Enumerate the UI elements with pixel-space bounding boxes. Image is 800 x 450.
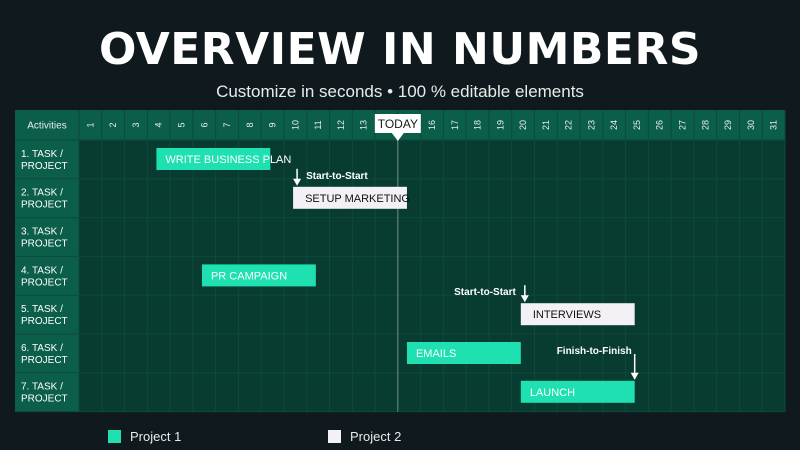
legend-swatch-project-1 [108, 429, 121, 443]
legend-item-project-1: Project 1 [108, 427, 181, 445]
day-tick-label: 22 [564, 120, 574, 130]
day-tick-label: 30 [746, 120, 756, 130]
day-tick-label: 25 [632, 120, 642, 130]
day-tick-label: 8 [245, 122, 255, 127]
day-tick-label: 5 [176, 122, 186, 127]
dependency-label: Finish-to-Finish [557, 346, 632, 357]
day-tick-label: 18 [473, 120, 483, 130]
legend-item-project-2: Project 2 [328, 427, 401, 445]
day-tick-label: 20 [518, 120, 528, 130]
task-label: PR CAMPAIGN [211, 270, 287, 282]
day-tick-label: 31 [769, 120, 779, 130]
row-label: 2. TASK /PROJECT [21, 188, 68, 211]
row-label: 3. TASK /PROJECT [21, 227, 68, 250]
dependency-arrow-head [293, 178, 302, 186]
task-bar [520, 380, 635, 403]
task-label: SETUP MARKETING [305, 193, 410, 205]
day-tick-label: 13 [359, 120, 369, 130]
day-tick-label: 3 [131, 122, 141, 127]
task-bar [293, 186, 407, 209]
day-tick-label: 7 [222, 122, 232, 127]
dependency-arrow-head [520, 295, 529, 303]
activities-header: Activities [27, 121, 66, 132]
legend-label-project-1: Project 1 [130, 428, 182, 444]
dependency-label: Start-to-Start [306, 171, 368, 182]
day-tick-label: 23 [586, 120, 596, 130]
day-tick-label: 29 [723, 120, 733, 130]
task-label: LAUNCH [530, 387, 575, 399]
day-tick-label: 11 [313, 120, 323, 129]
row-label: 5. TASK /PROJECT [21, 304, 68, 327]
task-label: INTERVIEWS [533, 309, 601, 321]
task-label: WRITE BUSINESS PLAN [165, 154, 291, 166]
day-tick-label: 2 [108, 122, 118, 127]
day-tick-label: 6 [199, 122, 209, 127]
page-subtitle: Customize in seconds • 100 % editable el… [216, 82, 584, 101]
day-tick-label: 9 [268, 122, 278, 127]
legend-swatch-project-2 [328, 429, 341, 443]
task-label: EMAILS [416, 348, 456, 360]
day-tick-label: 12 [336, 120, 346, 130]
legend-label-project-2: Project 2 [350, 428, 402, 444]
dependency-arrow-head [630, 372, 639, 380]
row-label: 6. TASK /PROJECT [21, 343, 68, 366]
activities-column [15, 140, 79, 412]
day-tick-label: 10 [290, 120, 300, 130]
day-tick-label: 16 [427, 120, 437, 130]
task-bar [520, 303, 635, 326]
dependency-label: Start-to-Start [454, 287, 516, 298]
day-tick-label: 27 [678, 120, 688, 130]
day-tick-label: 24 [609, 120, 619, 130]
day-tick-label: 4 [154, 122, 164, 127]
task-bar [406, 342, 521, 364]
day-tick-label: 19 [495, 120, 505, 130]
day-tick-label: 21 [541, 120, 551, 130]
day-tick-label: 1 [85, 122, 95, 127]
gantt-chart: Activities123456789101112131415161718192… [15, 110, 786, 413]
row-label: 4. TASK /PROJECT [21, 265, 68, 288]
day-tick-label: 17 [450, 120, 460, 130]
task-bar [201, 264, 316, 287]
today-badge [374, 114, 421, 133]
row-label: 7. TASK /PROJECT [21, 382, 68, 405]
task-bar [156, 148, 271, 170]
row-label: 1. TASK /PROJECT [21, 149, 68, 172]
page-title: OVERVIEW IN NUMBERS [98, 24, 702, 75]
today-pointer [391, 133, 404, 141]
day-tick-label: 26 [655, 120, 665, 130]
timeline-grid [79, 140, 785, 412]
day-tick-label: 28 [700, 120, 710, 130]
today-label: TODAY [378, 117, 418, 131]
